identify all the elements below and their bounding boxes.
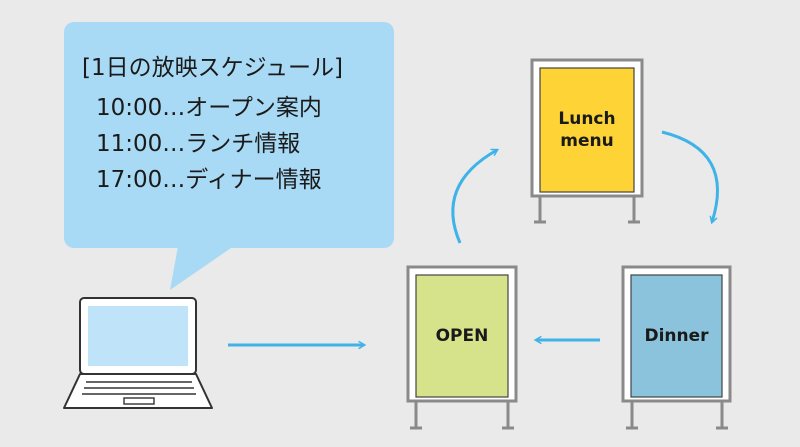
schedule-item-2: 11:00…ランチ情報 — [96, 131, 301, 157]
lunch-menu-sign — [530, 58, 644, 224]
open-sign-label: OPEN — [435, 326, 489, 346]
laptop-icon — [63, 297, 213, 409]
schedule-item-1: 10:00…オープン案内 — [96, 95, 322, 121]
schedule-heading: [1日の放映スケジュール] — [82, 55, 343, 81]
dinner-sign — [621, 265, 732, 430]
schedule-item-3: 17:00…ディナー情報 — [96, 167, 322, 193]
arrow-open-to-lunch — [451, 148, 500, 244]
lunch-sign-label: Lunch menu — [558, 109, 616, 151]
open-sign-label-box: OPEN — [416, 275, 508, 397]
dinner-sign-label: Dinner — [644, 326, 709, 346]
open-sign — [406, 265, 518, 430]
schedule-text: [1日の放映スケジュール] 10:00…オープン案内 11:00…ランチ情報 1… — [82, 50, 382, 198]
dinner-sign-label-box: Dinner — [631, 275, 722, 397]
lunch-sign-label-box: Lunch menu — [540, 68, 634, 192]
speech-bubble — [64, 22, 394, 290]
arrow-lunch-to-dinner — [661, 130, 719, 225]
